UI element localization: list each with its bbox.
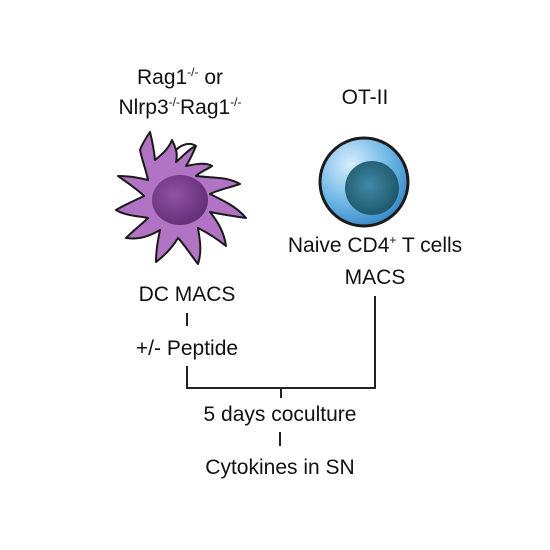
t-cell-nucleus: [345, 161, 399, 215]
dc-strain-rag1-sup: -/-: [187, 65, 199, 79]
tcell-type-cd4-sup: +: [389, 233, 397, 247]
dc-treatment-label: +/- Peptide: [135, 337, 239, 360]
dendritic-cell-nucleus: [152, 175, 208, 225]
dc-strain-rag1b-sup: -/-: [230, 95, 242, 109]
t-cell-icon: [318, 136, 410, 228]
tcell-type-cd4: Naive CD4: [287, 234, 390, 257]
flow-connectors: [186, 296, 376, 446]
dc-strain-rag1: Rag1: [136, 66, 188, 89]
dc-isolation-label: DC MACS: [138, 283, 236, 306]
tcell-isolation-label: MACS: [344, 266, 406, 289]
dc-strain-rag1b: Rag1: [179, 96, 231, 119]
readout-step-label: Cytokines in SN: [205, 456, 355, 479]
tcell-strain-label: OT-II: [341, 86, 389, 109]
dc-strain-line2: Nlrp3-/-Rag1-/-: [80, 96, 280, 120]
dc-strain-or: or: [198, 66, 224, 89]
dc-strain-nlrp3-sup: -/-: [168, 95, 180, 109]
dc-strain-line1: Rag1-/- or: [100, 66, 260, 90]
coculture-step-label: 5 days coculture: [203, 403, 357, 426]
dendritic-cell-icon: [115, 131, 247, 265]
tcell-type-label: Naive CD4+ T cells: [250, 234, 500, 258]
dc-strain-nlrp3: Nlrp3: [118, 96, 169, 119]
tcell-type-tcells: T cells: [396, 234, 463, 257]
dendritic-cell-dendrite: [175, 142, 197, 151]
